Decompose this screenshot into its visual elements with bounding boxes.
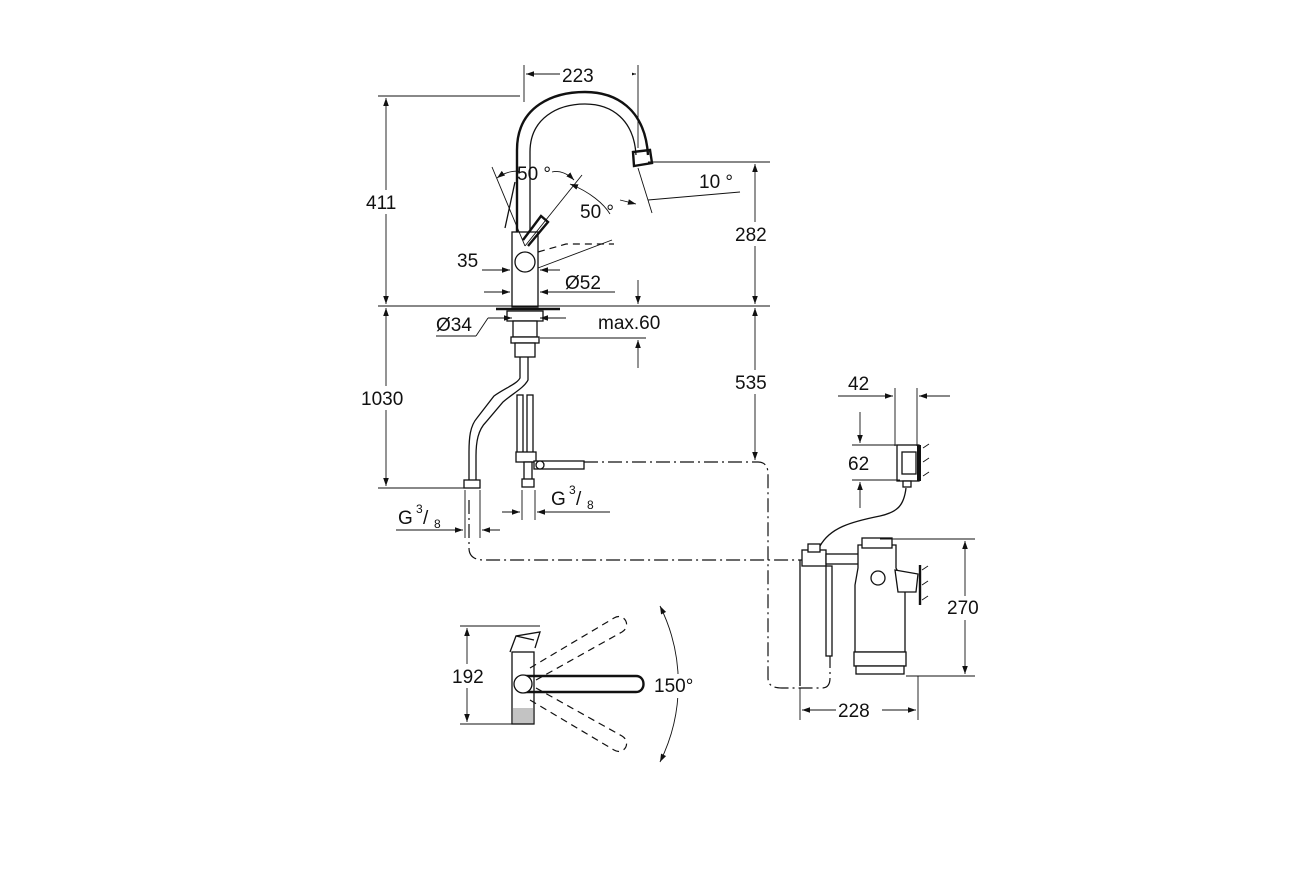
dim-50deg-top-left bbox=[496, 170, 521, 179]
faucet-top-view bbox=[509, 605, 679, 763]
filter-connector bbox=[825, 553, 861, 565]
cable-dashed-bottom bbox=[468, 500, 818, 561]
lever-side-dashed bbox=[537, 243, 614, 253]
label-50deg-side: 50 ° bbox=[580, 202, 614, 223]
supply-hose-left-b bbox=[475, 357, 529, 482]
hose-center-b bbox=[526, 394, 534, 454]
label-max60: max.60 bbox=[598, 313, 660, 334]
svg-text:/: / bbox=[576, 489, 582, 510]
dim-50deg-side bbox=[569, 183, 611, 215]
hose-fitting-left bbox=[463, 479, 481, 489]
label-228: 228 bbox=[838, 701, 870, 722]
label-35: 35 bbox=[457, 251, 478, 272]
label-223: 223 bbox=[562, 66, 594, 87]
control-box-inner bbox=[901, 451, 917, 475]
label-62: 62 bbox=[848, 454, 869, 475]
spout-head bbox=[631, 148, 654, 168]
label-g38-right: G bbox=[551, 489, 566, 510]
top-view-thread bbox=[513, 708, 533, 724]
filter-unit bbox=[801, 537, 929, 675]
wall-hatch-3 bbox=[922, 471, 930, 477]
top-view-spout-pivot bbox=[513, 674, 533, 694]
spout-inner bbox=[529, 103, 637, 250]
wall-hatch-2 bbox=[922, 457, 930, 463]
control-box bbox=[896, 443, 930, 488]
valve-connector bbox=[533, 460, 585, 470]
svg-text:/: / bbox=[423, 508, 429, 529]
label-052: Ø52 bbox=[565, 273, 601, 294]
cartridge-circle bbox=[514, 251, 536, 273]
top-view-lever bbox=[509, 631, 541, 653]
control-box-wall bbox=[917, 445, 921, 481]
top-view-swivel-lower bbox=[529, 687, 628, 752]
filter-bracket bbox=[894, 569, 919, 593]
label-150deg: 150° bbox=[654, 676, 693, 697]
connecting-lines bbox=[468, 461, 907, 689]
hose-neck bbox=[523, 461, 533, 481]
label-g38-left: G bbox=[398, 508, 413, 529]
filter-pipe bbox=[825, 565, 833, 657]
filter-wall-hatch-2 bbox=[921, 580, 929, 586]
label-g38-left-num: 3 bbox=[416, 502, 423, 516]
mounting-shank bbox=[512, 320, 538, 338]
label-282: 282 bbox=[735, 225, 767, 246]
top-view-spout bbox=[515, 674, 645, 694]
lever-axis-left bbox=[491, 166, 526, 247]
cable-dashed-right bbox=[584, 461, 831, 689]
top-view-swivel-upper bbox=[529, 616, 628, 681]
label-10deg: 10 ° bbox=[699, 172, 733, 193]
label-g38-right-den: 8 bbox=[587, 498, 594, 512]
label-g38-left-den: 8 bbox=[434, 517, 441, 531]
base-nut bbox=[506, 310, 544, 322]
control-box-plug bbox=[902, 480, 912, 488]
supply-hose-left-a bbox=[468, 357, 521, 482]
dim-50deg-top-right bbox=[551, 171, 575, 181]
filter-band bbox=[853, 651, 907, 667]
faucet-side-view bbox=[463, 90, 654, 489]
label-192: 192 bbox=[452, 667, 484, 688]
label-270: 270 bbox=[947, 598, 979, 619]
filter-bottom bbox=[855, 665, 905, 675]
valve-knob bbox=[535, 460, 545, 470]
filter-wall-hatch-3 bbox=[921, 595, 929, 601]
filter-knob bbox=[870, 570, 886, 586]
dimension-labels: 223 411 50 ° 50 ° 10 ° 282 35 Ø52 Ø34 ma… bbox=[358, 64, 990, 722]
hose-connector bbox=[515, 451, 537, 463]
lever-angle-line bbox=[537, 239, 613, 269]
hose-center-a bbox=[516, 394, 524, 454]
lever-handle bbox=[522, 214, 550, 247]
lever-top-line bbox=[504, 181, 516, 229]
filter-cartridge-head bbox=[854, 544, 906, 653]
thread-bottom bbox=[514, 342, 536, 358]
filter-wall-hatch-1 bbox=[921, 565, 929, 571]
label-42: 42 bbox=[848, 374, 869, 395]
filter-cap bbox=[861, 537, 893, 549]
dim-10deg bbox=[619, 199, 637, 205]
filter-valve-top bbox=[807, 543, 821, 553]
label-411: 411 bbox=[366, 193, 396, 214]
top-view-lever-edge bbox=[515, 635, 535, 641]
box-cable bbox=[819, 487, 907, 547]
label-1030: 1030 bbox=[361, 389, 403, 410]
hose-fitting-center bbox=[521, 478, 535, 488]
label-034: Ø34 bbox=[436, 315, 472, 336]
label-535: 535 bbox=[735, 373, 767, 394]
label-g38-right-num: 3 bbox=[569, 483, 576, 497]
wall-hatch-1 bbox=[922, 443, 930, 449]
lock-nut bbox=[510, 336, 540, 344]
label-50deg-top: 50 ° bbox=[517, 164, 551, 185]
